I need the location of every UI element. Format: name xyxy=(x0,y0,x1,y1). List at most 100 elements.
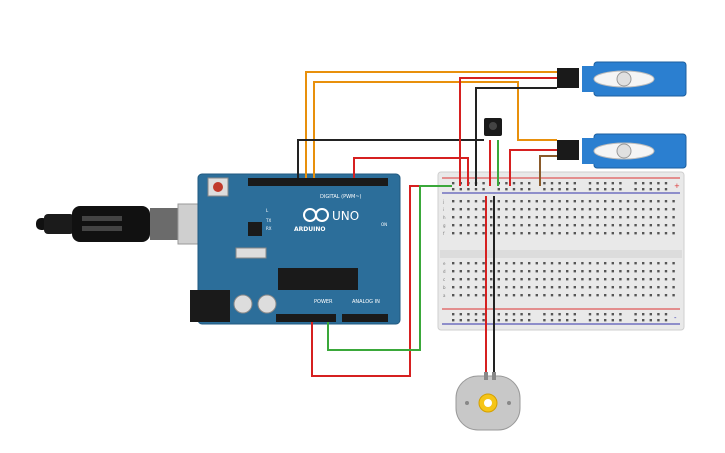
breadboard-hole[interactable] xyxy=(566,232,569,235)
breadboard-rail-hole[interactable] xyxy=(558,188,561,191)
breadboard-hole[interactable] xyxy=(520,224,523,227)
breadboard-rail-hole[interactable] xyxy=(664,319,668,322)
breadboard-hole[interactable] xyxy=(528,232,531,235)
breadboard-hole[interactable] xyxy=(611,208,614,211)
breadboard-hole[interactable] xyxy=(634,224,637,227)
breadboard-rail-hole[interactable] xyxy=(619,313,622,316)
breadboard-hole[interactable] xyxy=(634,216,637,219)
breadboard-hole[interactable] xyxy=(512,270,516,273)
breadboard-rail-hole[interactable] xyxy=(528,313,531,316)
breadboard-hole[interactable] xyxy=(581,262,584,265)
breadboard-hole[interactable] xyxy=(626,208,630,211)
breadboard-hole[interactable] xyxy=(452,278,455,281)
breadboard-hole[interactable] xyxy=(459,262,462,265)
breadboard-hole[interactable] xyxy=(566,294,569,297)
breadboard-hole[interactable] xyxy=(505,262,508,265)
breadboard-rail-hole[interactable] xyxy=(596,188,599,191)
breadboard-hole[interactable] xyxy=(566,286,569,289)
breadboard-hole[interactable] xyxy=(512,200,516,203)
breadboard-rail-hole[interactable] xyxy=(459,188,462,191)
breadboard-hole[interactable] xyxy=(497,294,500,297)
breadboard-rail-hole[interactable] xyxy=(657,182,660,185)
breadboard-rail-hole[interactable] xyxy=(642,182,645,185)
breadboard-hole[interactable] xyxy=(642,294,645,297)
breadboard-hole[interactable] xyxy=(664,232,668,235)
breadboard-hole[interactable] xyxy=(452,232,455,235)
breadboard-hole[interactable] xyxy=(490,216,493,219)
breadboard-hole[interactable] xyxy=(642,216,645,219)
breadboard-hole[interactable] xyxy=(573,294,576,297)
breadboard-hole[interactable] xyxy=(664,200,668,203)
breadboard-rail-hole[interactable] xyxy=(467,319,470,322)
breadboard-hole[interactable] xyxy=(482,294,485,297)
breadboard-hole[interactable] xyxy=(588,262,592,265)
breadboard-hole[interactable] xyxy=(642,262,645,265)
breadboard-hole[interactable] xyxy=(512,262,516,265)
breadboard-hole[interactable] xyxy=(596,286,599,289)
breadboard-hole[interactable] xyxy=(649,262,652,265)
breadboard-hole[interactable] xyxy=(452,216,455,219)
breadboard-hole[interactable] xyxy=(490,232,493,235)
breadboard-hole[interactable] xyxy=(482,216,485,219)
breadboard-hole[interactable] xyxy=(611,286,614,289)
breadboard-hole[interactable] xyxy=(550,232,554,235)
breadboard-rail-hole[interactable] xyxy=(482,182,485,185)
breadboard-hole[interactable] xyxy=(626,294,630,297)
breadboard-hole[interactable] xyxy=(543,294,546,297)
breadboard-hole[interactable] xyxy=(535,286,538,289)
breadboard-hole[interactable] xyxy=(467,294,470,297)
breadboard-hole[interactable] xyxy=(573,232,576,235)
breadboard-hole[interactable] xyxy=(611,232,614,235)
breadboard-hole[interactable] xyxy=(642,224,645,227)
breadboard-hole[interactable] xyxy=(528,200,531,203)
breadboard-hole[interactable] xyxy=(497,200,500,203)
breadboard-hole[interactable] xyxy=(535,208,538,211)
breadboard-hole[interactable] xyxy=(596,270,599,273)
breadboard-hole[interactable] xyxy=(520,208,523,211)
breadboard-rail-hole[interactable] xyxy=(573,188,576,191)
breadboard-rail-hole[interactable] xyxy=(642,313,645,316)
breadboard-hole[interactable] xyxy=(550,208,554,211)
breadboard-hole[interactable] xyxy=(596,232,599,235)
breadboard-hole[interactable] xyxy=(528,262,531,265)
breadboard-hole[interactable] xyxy=(512,278,516,281)
breadboard-hole[interactable] xyxy=(467,200,470,203)
breadboard-hole[interactable] xyxy=(619,232,622,235)
breadboard-rail-hole[interactable] xyxy=(642,319,645,322)
breadboard-rail-hole[interactable] xyxy=(550,319,554,322)
breadboard-hole[interactable] xyxy=(596,216,599,219)
breadboard-hole[interactable] xyxy=(543,270,546,273)
breadboard-hole[interactable] xyxy=(550,294,554,297)
breadboard-hole[interactable] xyxy=(528,278,531,281)
breadboard-hole[interactable] xyxy=(611,278,614,281)
breadboard-hole[interactable] xyxy=(596,294,599,297)
breadboard-rail-hole[interactable] xyxy=(649,188,652,191)
breadboard-hole[interactable] xyxy=(581,232,584,235)
breadboard-hole[interactable] xyxy=(642,278,645,281)
breadboard-rail-hole[interactable] xyxy=(512,319,516,322)
breadboard-hole[interactable] xyxy=(626,200,630,203)
breadboard-hole[interactable] xyxy=(642,270,645,273)
breadboard-hole[interactable] xyxy=(550,270,554,273)
breadboard-hole[interactable] xyxy=(588,232,592,235)
breadboard-rail-hole[interactable] xyxy=(512,313,516,316)
breadboard-hole[interactable] xyxy=(505,216,508,219)
breadboard-rail-hole[interactable] xyxy=(634,188,637,191)
breadboard-hole[interactable] xyxy=(550,200,554,203)
breadboard-rail-hole[interactable] xyxy=(573,319,576,322)
breadboard-hole[interactable] xyxy=(528,294,531,297)
breadboard-hole[interactable] xyxy=(619,270,622,273)
breadboard-hole[interactable] xyxy=(543,232,546,235)
breadboard-rail-hole[interactable] xyxy=(497,313,500,316)
breadboard-hole[interactable] xyxy=(672,294,675,297)
breadboard-rail-hole[interactable] xyxy=(588,188,592,191)
breadboard-hole[interactable] xyxy=(588,286,592,289)
breadboard-hole[interactable] xyxy=(573,270,576,273)
breadboard-hole[interactable] xyxy=(520,294,523,297)
breadboard-rail-hole[interactable] xyxy=(474,188,478,191)
breadboard-rail-hole[interactable] xyxy=(611,182,614,185)
breadboard-hole[interactable] xyxy=(657,294,660,297)
breadboard-hole[interactable] xyxy=(497,232,500,235)
breadboard-hole[interactable] xyxy=(642,286,645,289)
breadboard-rail-hole[interactable] xyxy=(657,319,660,322)
